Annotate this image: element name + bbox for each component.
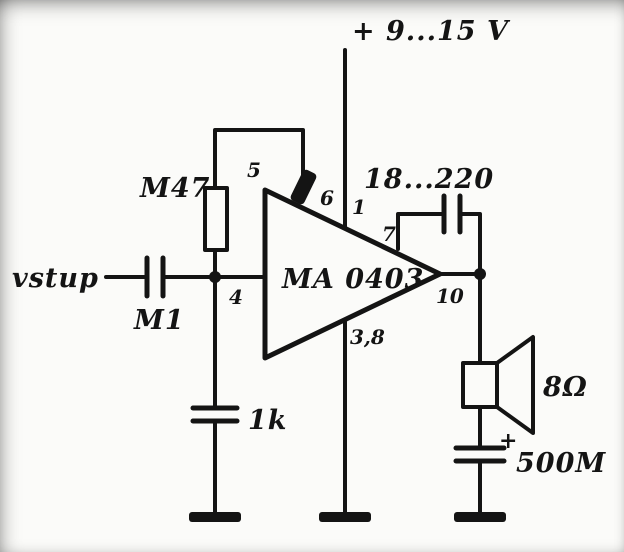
- opamp-triangle: [262, 187, 443, 361]
- speaker: [461, 335, 535, 435]
- capacitor-feedback: [441, 193, 463, 235]
- capacitor-500M: [453, 445, 507, 464]
- polarity-plus-label: +: [499, 428, 517, 454]
- capacitor-1k: [190, 405, 240, 424]
- pin7-wire: [396, 212, 445, 251]
- resistor-M47-label: M47: [139, 173, 210, 204]
- ground-symbol-left: [189, 512, 241, 522]
- pin10-label: 10: [436, 284, 464, 308]
- speaker-body: [461, 361, 499, 409]
- pin7-label: 7: [382, 222, 396, 246]
- bootstrap-wire: [213, 128, 305, 190]
- ic-name-label: MA 0403: [281, 264, 424, 295]
- pin-tab: [290, 169, 317, 205]
- capacitor-M1-label: M1: [133, 305, 185, 336]
- ground-symbol-center: [319, 512, 371, 522]
- pin38-label: 3,8: [350, 325, 385, 349]
- capacitor-1k-label: 1k: [248, 405, 288, 436]
- supply-voltage-label: + 9...15 V: [352, 16, 511, 47]
- pin1-label: 1: [352, 195, 366, 219]
- capacitor-M1: [144, 255, 166, 299]
- pin4-label: 4: [229, 285, 243, 309]
- pin5-label: 5: [247, 158, 261, 182]
- speaker-horn: [495, 335, 535, 435]
- junction-dot-output: [474, 268, 486, 280]
- input-label: vstup: [12, 263, 99, 294]
- capacitor-500M-label: 500M: [516, 448, 606, 479]
- feedback-return-wire: [459, 212, 482, 276]
- junction-dot-input: [209, 271, 221, 283]
- feedback-capacitor-label: 18...220: [364, 164, 494, 195]
- pin6-label: 6: [320, 186, 334, 210]
- speaker-impedance-label: 8Ω: [542, 372, 588, 403]
- ground-symbol-right: [454, 512, 506, 522]
- resistor-M47: [203, 186, 229, 252]
